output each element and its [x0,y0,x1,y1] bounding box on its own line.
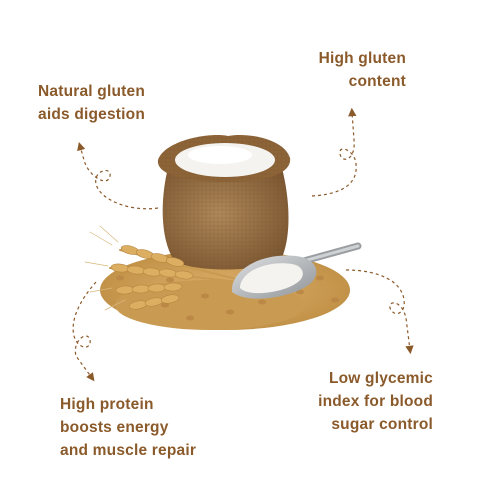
arrow-top-right-icon [311,107,357,197]
flour-scoop [231,242,362,299]
wheat-ears [84,225,241,311]
feature-label-protein: High protein boosts energy and muscle re… [60,393,196,462]
feature-text-line: High gluten [318,50,406,67]
feature-label-gluten-content: High gluten content [319,47,406,93]
arrow-bottom-right-icon [345,269,414,355]
feature-label-glycemic: Low glycemic index for blood sugar contr… [318,367,433,436]
feature-text-line: content [348,73,406,90]
feature-text-line: aids digestion [38,106,146,123]
feature-text-line: Low glycemic [328,370,433,387]
feature-text-line: Natural gluten [38,83,146,100]
arrow-bottom-left-icon [72,281,97,382]
feature-text-line: High protein [60,396,154,413]
feature-text-line: boosts energy [60,419,169,436]
arrow-top-left-icon [77,141,159,210]
feature-label-digestion: Natural gluten aids digestion [38,80,145,126]
feature-text-line: and muscle repair [60,442,197,459]
feature-text-line: index for blood [318,393,433,410]
burlap-sack [157,134,291,270]
feature-text-line: sugar control [331,416,433,433]
